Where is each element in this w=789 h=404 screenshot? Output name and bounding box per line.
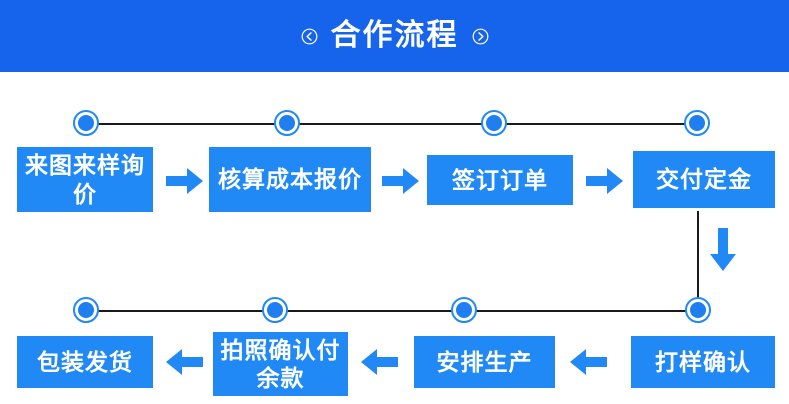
- step-box-7[interactable]: 拍照确认付余款: [213, 332, 348, 396]
- step-box-8[interactable]: 包装发货: [17, 336, 153, 388]
- flow-rail-row1: [86, 123, 698, 125]
- step-box-4[interactable]: 交付定金: [633, 151, 775, 208]
- arrow-left-icon-2: [361, 347, 399, 382]
- flow-node-6: [451, 297, 477, 323]
- flow-node-1: [73, 110, 99, 136]
- header-banner: 合作流程: [0, 0, 789, 72]
- arrow-right-icon-2: [382, 166, 420, 201]
- step-box-6[interactable]: 安排生产: [414, 336, 555, 388]
- step-box-2[interactable]: 核算成本报价: [209, 147, 371, 212]
- flow-node-4: [684, 110, 710, 136]
- arrow-right-icon-3: [586, 166, 624, 201]
- step-box-3[interactable]: 签订订单: [427, 155, 573, 205]
- arrow-left-icon-1: [166, 347, 204, 382]
- arrow-right-icon-1: [166, 166, 204, 201]
- header-content: 合作流程: [0, 0, 789, 72]
- arrow-left-icon-3: [570, 347, 608, 382]
- flow-node-2: [274, 110, 300, 136]
- flow-node-3: [481, 110, 507, 136]
- chevron-right-circle-icon: [472, 28, 489, 45]
- page-title: 合作流程: [330, 19, 459, 52]
- step-box-1[interactable]: 来图来样询价: [17, 147, 153, 212]
- flow-node-8: [73, 297, 99, 323]
- arrow-down-icon: [708, 228, 738, 277]
- flow-node-5: [685, 297, 711, 323]
- flow-node-7: [262, 297, 288, 323]
- flow-vertical-connector: [697, 211, 699, 311]
- flow-rail-row2: [86, 310, 698, 312]
- step-box-5[interactable]: 打样确认: [631, 336, 775, 388]
- chevron-left-circle-icon: [301, 28, 318, 45]
